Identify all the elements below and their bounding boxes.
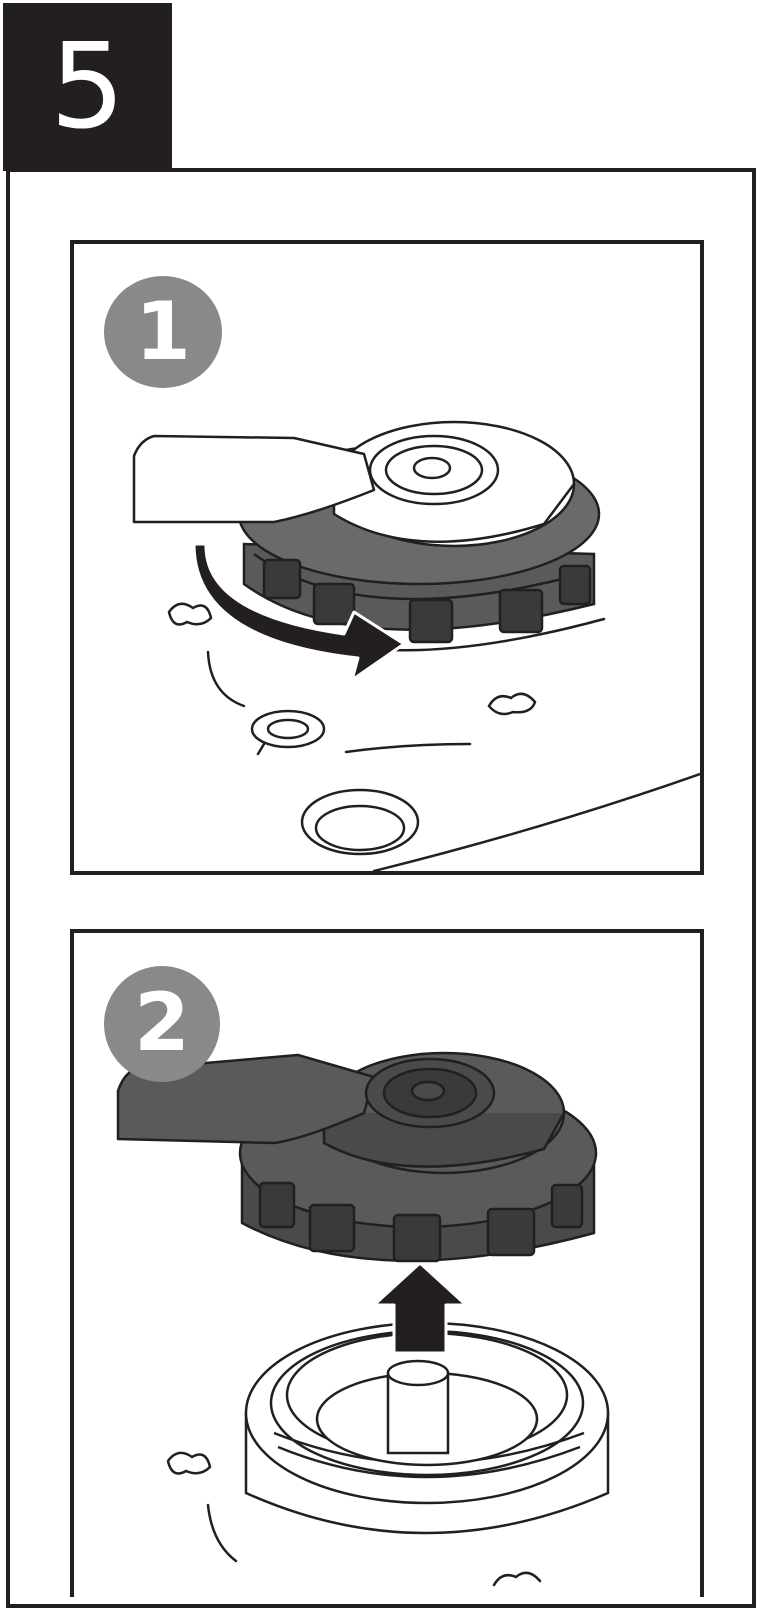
panel-2-illustration xyxy=(70,929,704,1597)
rotate-arrow xyxy=(192,542,406,682)
valve-seat xyxy=(244,1321,610,1535)
lid-edge-curve xyxy=(372,772,700,871)
step-number-tab: 5 xyxy=(3,3,172,171)
valve-cap xyxy=(116,1051,598,1263)
panel-1-badge: 1 xyxy=(104,276,222,388)
panel-1-illustration xyxy=(70,240,704,875)
panel-2-badge: 2 xyxy=(104,966,220,1082)
unlock-valve-illustration xyxy=(132,420,700,871)
remove-valve-illustration xyxy=(116,1051,610,1587)
steam-icon-right xyxy=(492,1571,542,1587)
float-valve-ring xyxy=(250,709,326,749)
pressure-arc-left xyxy=(206,650,246,708)
lid-release-button xyxy=(300,788,420,856)
steam-icon-right xyxy=(487,692,537,716)
lift-arrow xyxy=(372,1261,468,1355)
pressure-arc-left xyxy=(206,1503,238,1563)
step-number: 5 xyxy=(49,17,126,155)
lid-line-lower xyxy=(344,742,472,754)
steam-icon-left xyxy=(167,602,213,626)
valve-lever xyxy=(132,420,576,548)
valve-stem xyxy=(386,1373,450,1455)
steam-icon-left xyxy=(166,1451,212,1475)
